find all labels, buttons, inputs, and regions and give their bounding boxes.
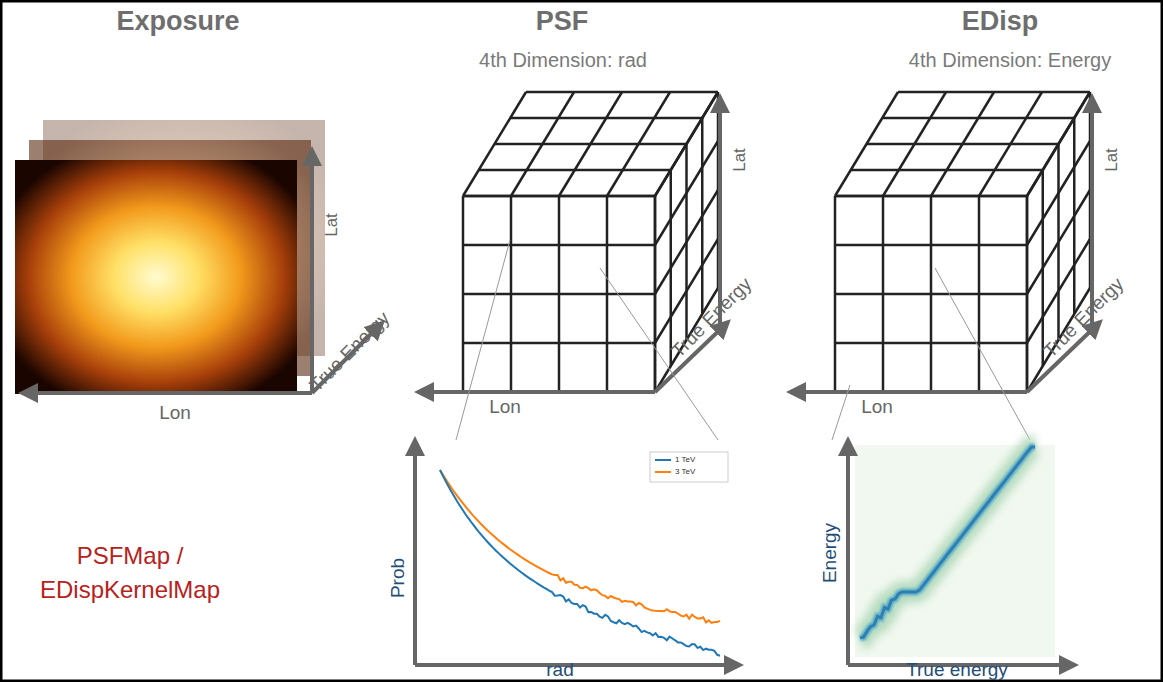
panel-title: EDisp: [962, 7, 1039, 37]
axis-label: Energy: [820, 523, 841, 583]
dimension-note: 4th Dimension: rad: [479, 49, 647, 71]
class-names: PSFMap / EDispKernelMap: [25, 539, 235, 606]
axis-label: True Energy: [668, 274, 756, 362]
legend-text: 3 TeV: [675, 467, 695, 476]
axis-label: True energy: [906, 660, 1008, 681]
legend-sample: [655, 471, 671, 473]
axis-label: Lon: [489, 397, 521, 418]
legend-sample: [655, 459, 671, 461]
axis-label: rad: [546, 660, 573, 681]
legend-item: 1 TeV: [655, 455, 695, 464]
axis-label: Lon: [159, 403, 191, 424]
axis-label: Lon: [861, 397, 893, 418]
legend-item: 3 TeV: [655, 467, 695, 476]
axis-label: True Energy: [1040, 274, 1128, 362]
axis-label: Lat: [323, 213, 342, 237]
panel-title: PSF: [536, 7, 589, 37]
dimension-note: 4th Dimension: Energy: [909, 49, 1111, 71]
axis-label: Lat: [731, 148, 750, 172]
panel-title: Exposure: [116, 7, 239, 37]
axis-label: Prob: [388, 558, 409, 598]
axis-label: Lat: [1103, 148, 1122, 172]
legend-text: 1 TeV: [675, 455, 695, 464]
